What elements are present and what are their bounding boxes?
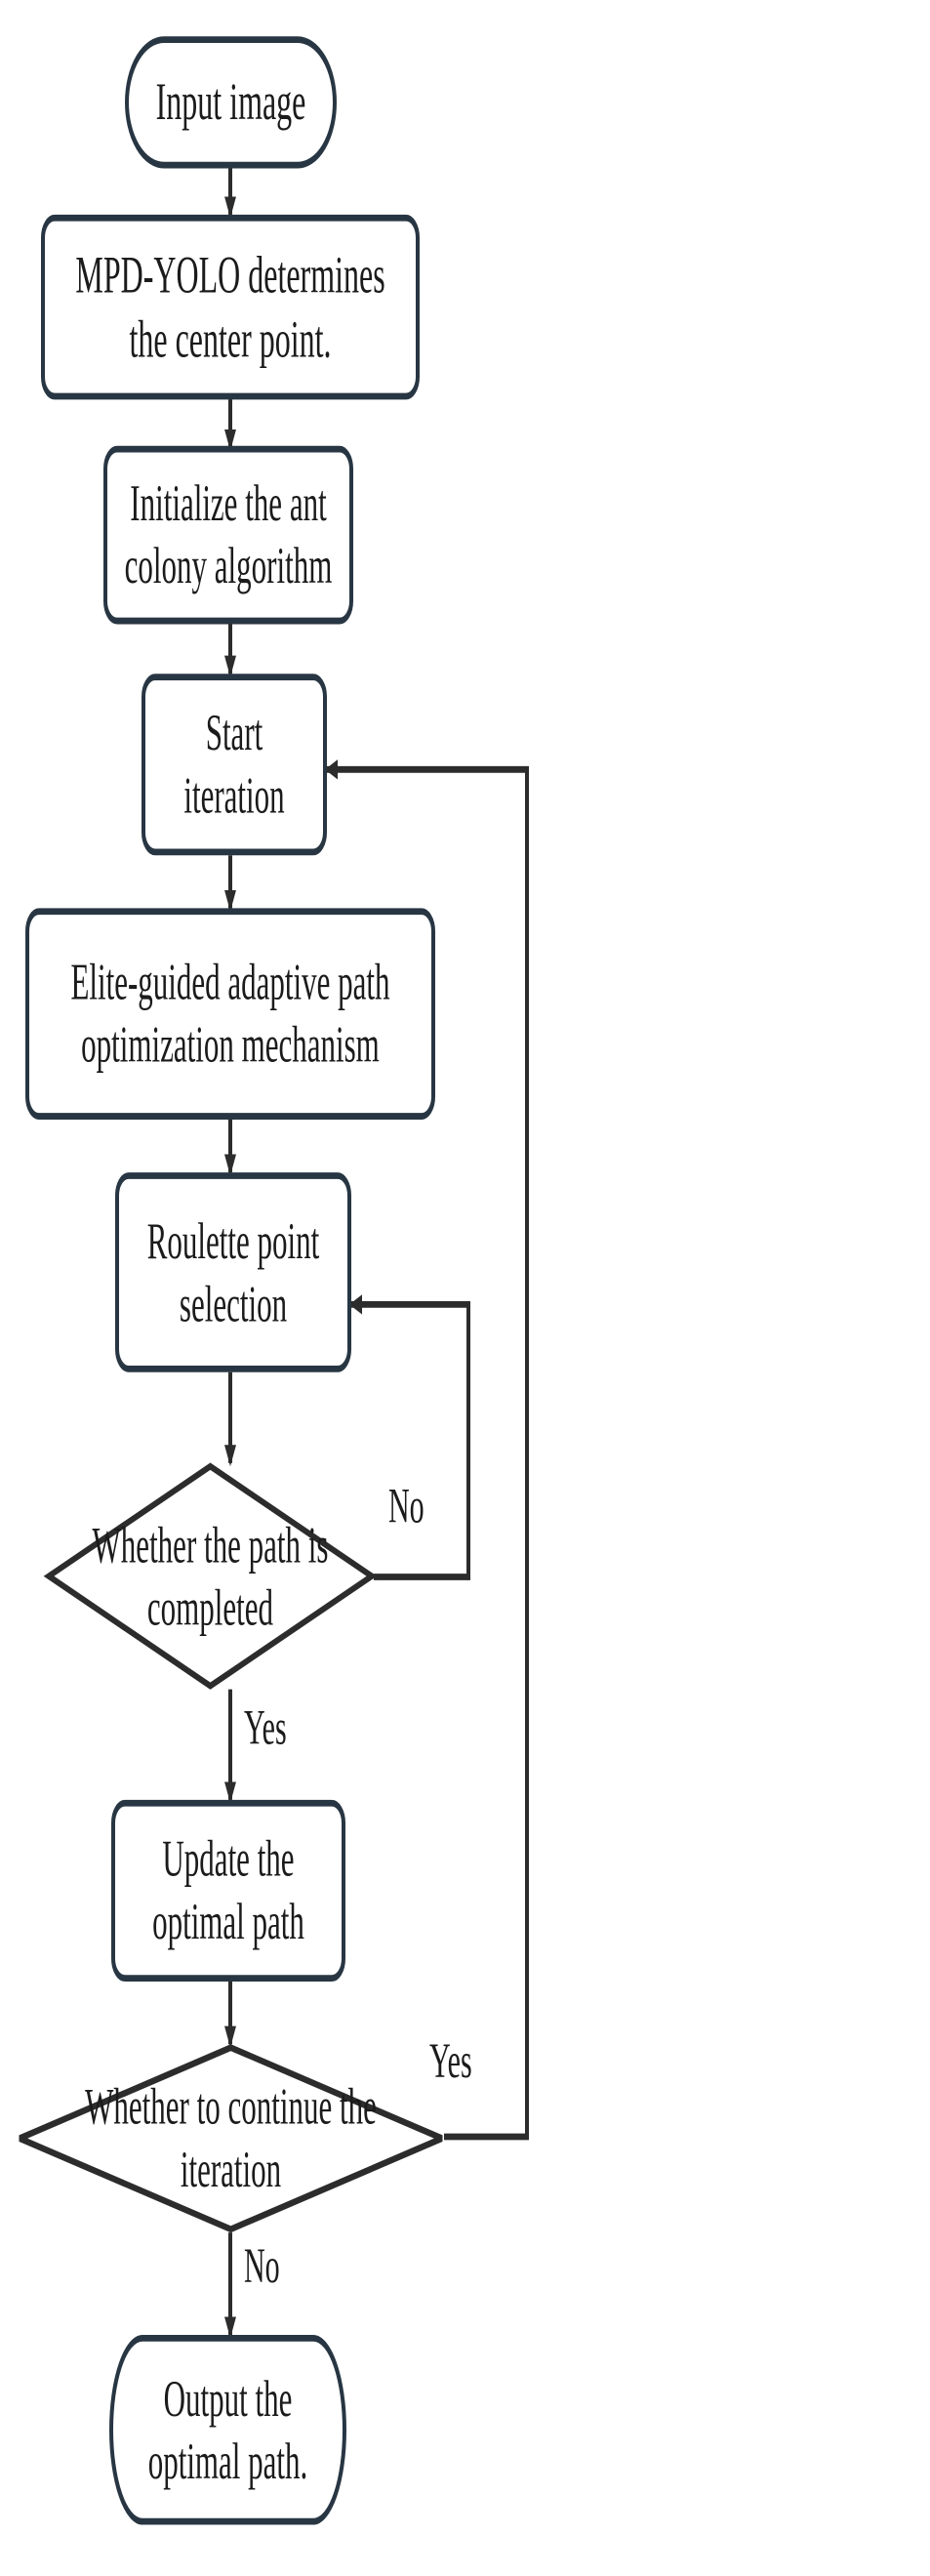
node-elite-guided-line2: optimization mechanism [81,1015,380,1074]
edge-label-continue-iteration-no: No [244,2238,280,2294]
node-roulette-selection-line2: selection [179,1274,288,1332]
edge-label-path-completed-yes: Yes [244,1700,287,1756]
node-input-image-line1: Input image [155,71,306,132]
node-input-image[interactable]: Input image [125,36,337,169]
node-initialize-aco-line2: colony algorithm [124,536,333,594]
node-update-optimal[interactable]: Update the optimal path [111,1799,345,1983]
node-start-iteration[interactable]: Start iteration [142,674,327,856]
node-initialize-aco-line1: Initialize the ant [130,473,327,533]
path-completed-diamond-shape [43,1462,378,1690]
node-mpd-yolo-line2: the center point. [129,308,332,369]
node-start-iteration-line2: iteration [183,765,285,825]
node-elite-guided[interactable]: Elite-guided adaptive path optimization … [25,908,435,1120]
node-output-optimal-line2: optimal path. [147,2431,308,2490]
node-elite-guided-line1: Elite-guided adaptive path [70,953,390,1011]
node-mpd-yolo-line1: MPD-YOLO determines [75,244,385,305]
edge-path-check-no-loop [349,1294,470,1580]
continue-iteration-diamond-shape [19,2044,443,2233]
node-roulette-selection-line1: Roulette point [146,1211,320,1270]
node-output-optimal-line1: Output the [163,2369,293,2428]
node-update-optimal-line2: optimal path [152,1892,304,1950]
node-update-optimal-line1: Update the [162,1829,295,1888]
edge-label-continue-iteration-yes: Yes [429,2034,472,2089]
node-output-optimal[interactable]: Output the optimal path. [109,2335,346,2525]
node-start-iteration-line1: Start [205,703,263,762]
node-path-completed[interactable]: Whether the path is completed [43,1462,378,1690]
node-initialize-aco[interactable]: Initialize the ant colony algorithm [103,445,353,625]
edge-continue-check-yes-loop [325,759,529,2141]
node-roulette-selection[interactable]: Roulette point selection [115,1172,351,1372]
edge-label-path-completed-no: No [388,1479,425,1534]
node-mpd-yolo[interactable]: MPD-YOLO determines the center point. [41,214,420,400]
node-continue-iteration[interactable]: Whether to continue the iteration [18,2044,444,2233]
